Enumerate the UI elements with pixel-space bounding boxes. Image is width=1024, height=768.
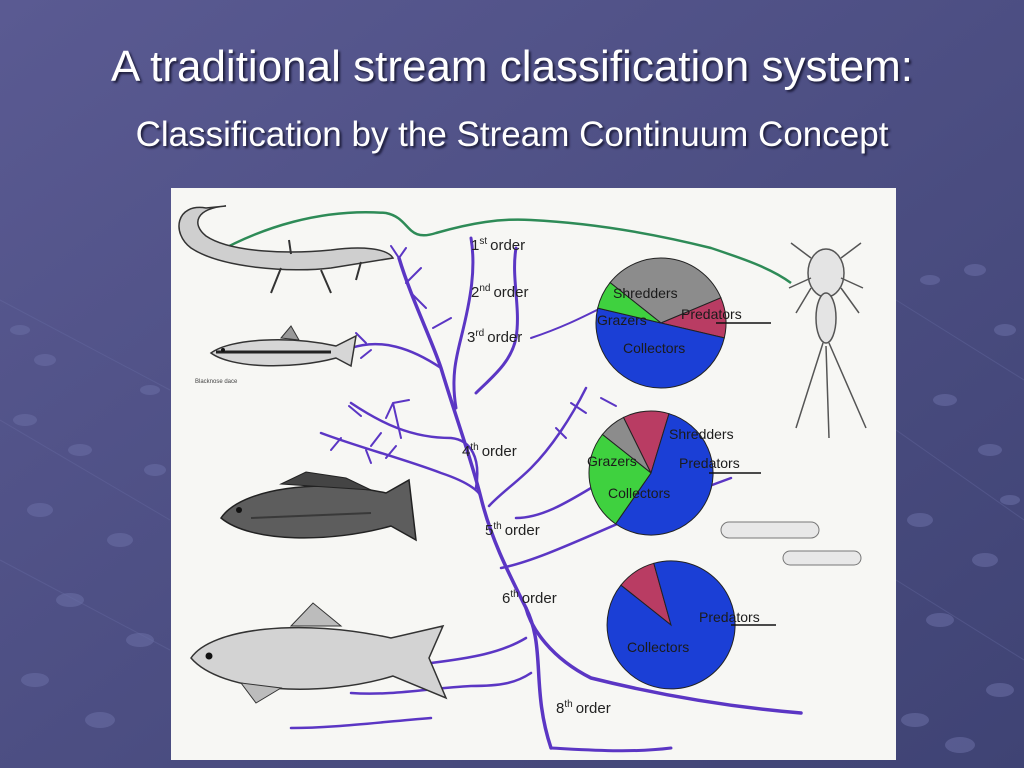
bass-illustration	[220, 471, 417, 542]
pie1-label-collectors: Collectors	[623, 340, 685, 356]
pie-slice-collectors	[606, 560, 736, 690]
pie-slice-collectors	[595, 307, 725, 389]
pie-slice-shredders	[609, 257, 722, 324]
stream-network	[289, 236, 803, 753]
slide-subtitle: Classification by the Stream Continuum C…	[135, 115, 889, 154]
pie3-label-predators: Predators	[699, 609, 760, 625]
pie-slice-collectors	[614, 413, 714, 536]
dace-caption: Blacknose dace	[195, 379, 238, 385]
caddisfly-cases-illustration	[720, 521, 862, 566]
pie2-label-predators: Predators	[679, 455, 740, 471]
insect-nymph-illustration	[788, 242, 867, 439]
pie-chart-2: Shredders Grazers Predators Collectors	[587, 410, 761, 536]
pie1-label-shredders: Shredders	[613, 285, 678, 301]
salamander-illustration	[178, 205, 395, 294]
pie2-label-collectors: Collectors	[608, 485, 670, 501]
pie-chart-1: Shredders Grazers Predators Collectors	[595, 257, 771, 389]
slide-title: A traditional stream classification syst…	[110, 42, 914, 91]
pie2-label-grazers: Grazers	[587, 453, 637, 469]
pie-chart-3: Predators Collectors	[606, 560, 776, 690]
pie-slice-grazers	[597, 281, 662, 324]
pie1-label-grazers: Grazers	[597, 312, 647, 328]
pie1-label-predators: Predators	[681, 306, 742, 322]
pie-slice-grazers	[588, 433, 652, 525]
dace-illustration: Blacknose dace	[195, 325, 357, 385]
pie2-label-shredders: Shredders	[669, 426, 734, 442]
lower-river-fish-illustration	[190, 602, 448, 704]
pie3-label-collectors: Collectors	[627, 639, 689, 655]
riparian-line	[215, 211, 792, 285]
